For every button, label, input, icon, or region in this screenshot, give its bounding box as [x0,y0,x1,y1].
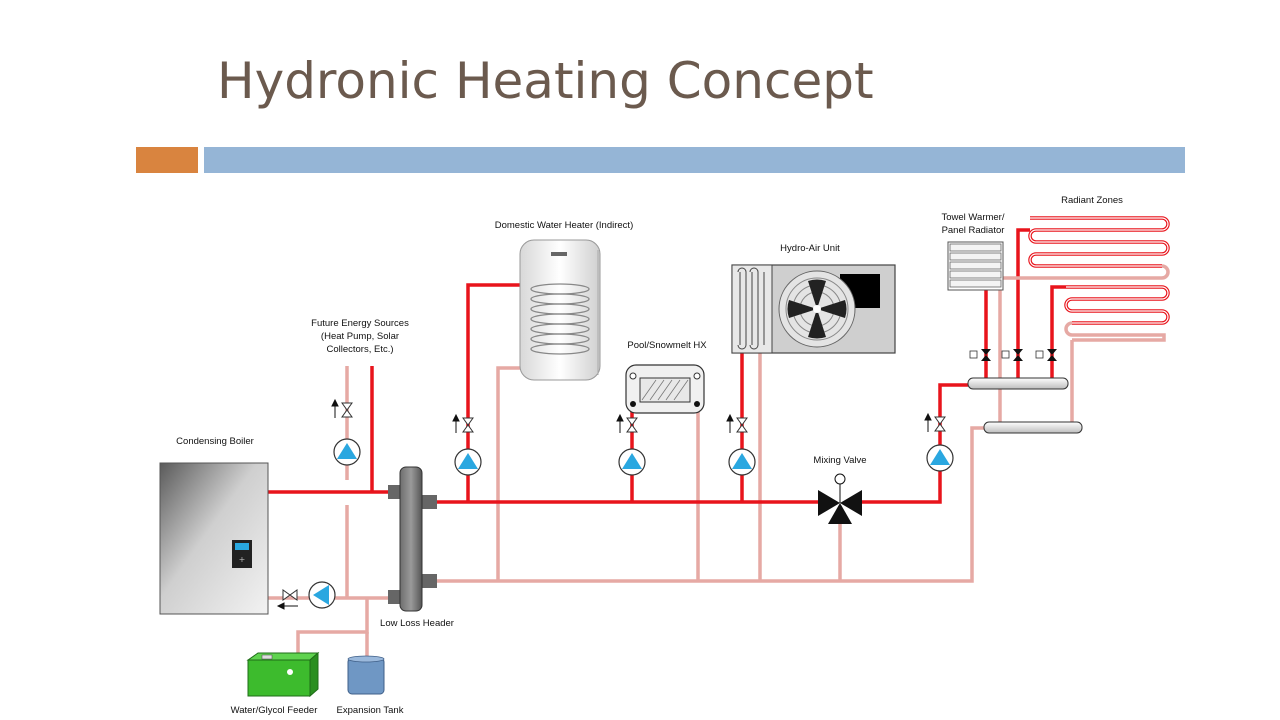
domestic-water-heater [519,239,601,381]
pool-snowmelt-hx [625,364,705,414]
pump-boiler [308,581,336,609]
label-towel-warmer-line1: Towel Warmer/ [942,212,1005,223]
pump-future-energy [333,438,361,466]
pumps [308,438,954,609]
supply-piping [268,228,1066,504]
title-accent-blue-bar [204,147,1185,173]
pump-dwh [454,448,482,476]
hydro-air-unit [731,264,896,354]
label-hydro-air-unit: Hydro-Air Unit [780,243,840,254]
slide-title: Hydronic Heating Concept [217,52,874,110]
label-water-glycol-feeder: Water/Glycol Feeder [231,705,318,716]
title-accent-orange-bar [136,147,198,173]
low-loss-header [388,466,437,612]
radiant-zones [998,216,1170,380]
label-condensing-boiler: Condensing Boiler [176,436,254,447]
label-future-energy-line1: Future Energy Sources [311,318,409,329]
water-glycol-feeder [246,651,320,698]
pump-hydro-air [728,448,756,476]
label-towel-warmer-line2: Panel Radiator [942,225,1005,236]
label-low-loss-header: Low Loss Header [380,618,454,629]
label-domestic-water-heater: Domestic Water Heater (Indirect) [495,220,634,231]
expansion-tank [347,655,385,695]
return-manifold [983,421,1083,434]
label-expansion-tank: Expansion Tank [337,705,404,716]
zone-valves [969,349,1057,361]
label-mixing-valve: Mixing Valve [813,455,866,466]
svg-text:+: + [239,555,246,564]
label-pool-snowmelt: Pool/Snowmelt HX [627,340,707,351]
isolation-valves [282,402,946,601]
flow-arrows [276,398,932,610]
supply-manifold [967,377,1069,390]
condensing-boiler: + [159,462,269,615]
towel-warmer-radiator [947,241,1004,291]
pump-radiant [926,444,954,472]
label-future-energy-line3: Collectors, Etc.) [326,344,393,355]
mixing-valve [818,473,862,524]
label-future-energy-line2: (Heat Pump, Solar [321,331,399,342]
pump-pool [618,448,646,476]
label-radiant-zones: Radiant Zones [1061,195,1123,206]
